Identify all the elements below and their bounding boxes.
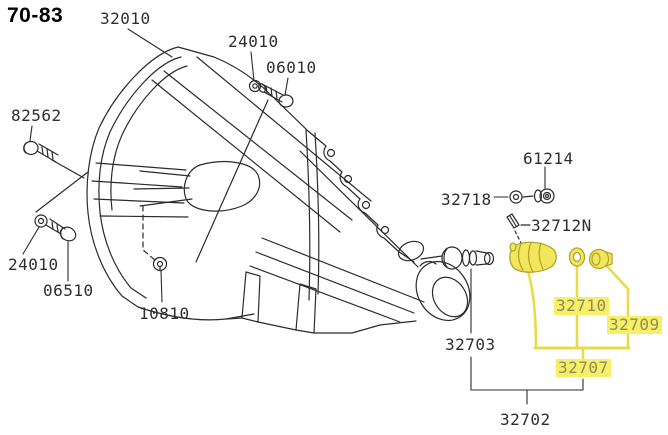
washer-right-icon bbox=[509, 190, 534, 204]
bolt-lower-icon bbox=[45, 218, 77, 242]
label-32709-highlighted[interactable]: 32709 bbox=[607, 315, 662, 334]
leader-lines bbox=[22, 28, 584, 405]
output-shaft bbox=[415, 260, 471, 322]
nut-bottom-icon bbox=[152, 256, 168, 272]
pin-dashed-line bbox=[514, 230, 522, 244]
gear-case bbox=[299, 129, 419, 301]
label-32010[interactable]: 32010 bbox=[100, 9, 151, 28]
label-32712N[interactable]: 32712N bbox=[531, 216, 592, 235]
label-24010-left[interactable]: 24010 bbox=[8, 255, 59, 274]
label-82562[interactable]: 82562 bbox=[11, 106, 62, 125]
nut-dashed-line bbox=[142, 205, 156, 261]
o-ring-icon bbox=[568, 247, 586, 267]
label-06010[interactable]: 06010 bbox=[266, 58, 317, 77]
transmission-line-drawing bbox=[22, 28, 584, 405]
flange-diagonal-line bbox=[35, 171, 89, 213]
bolt-top-icon bbox=[258, 83, 294, 108]
page-code: 70-83 bbox=[7, 4, 64, 27]
tail-extension bbox=[225, 237, 471, 334]
label-32718[interactable]: 32718 bbox=[441, 190, 492, 209]
label-10810[interactable]: 10810 bbox=[139, 304, 190, 323]
washer-top-icon bbox=[248, 79, 262, 93]
bell-housing bbox=[86, 46, 372, 321]
speedometer-gear-icon bbox=[588, 248, 613, 270]
nut-right-icon bbox=[533, 188, 555, 204]
label-06510[interactable]: 06510 bbox=[43, 281, 94, 300]
label-32710-highlighted[interactable]: 32710 bbox=[554, 296, 609, 315]
highlighted-parts bbox=[509, 241, 613, 273]
leader-pinion bbox=[526, 269, 538, 350]
label-32707-highlighted[interactable]: 32707 bbox=[556, 358, 611, 377]
label-32703[interactable]: 32703 bbox=[445, 335, 496, 354]
washer-lower-icon bbox=[34, 214, 48, 228]
speedo-sleeve-part bbox=[420, 246, 495, 270]
label-24010-top[interactable]: 24010 bbox=[228, 32, 279, 51]
bolt-left-icon bbox=[23, 140, 85, 179]
highlight-leader-lines bbox=[526, 261, 631, 363]
label-32702[interactable]: 32702 bbox=[500, 410, 551, 429]
label-61214[interactable]: 61214 bbox=[523, 149, 574, 168]
pin-icon bbox=[506, 213, 531, 229]
speedo-boss bbox=[397, 240, 425, 262]
clutch-fork bbox=[183, 160, 261, 212]
speedometer-pinion-icon bbox=[509, 241, 557, 273]
